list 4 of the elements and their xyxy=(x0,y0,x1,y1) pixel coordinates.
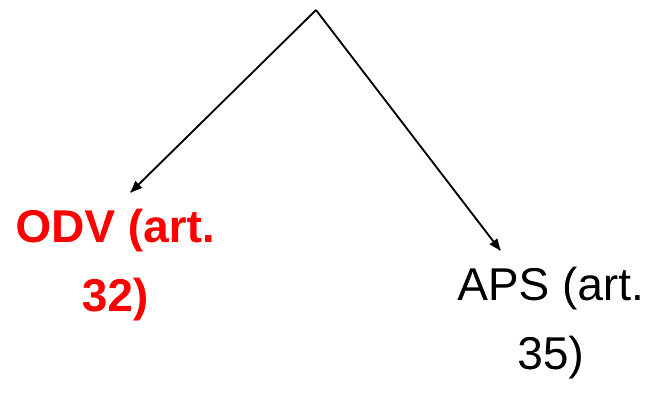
node-label: ODV (art. 32) xyxy=(14,199,216,323)
arrow xyxy=(315,9,501,251)
arrow xyxy=(130,9,317,193)
node-label: APS (art. 35) xyxy=(456,257,645,381)
